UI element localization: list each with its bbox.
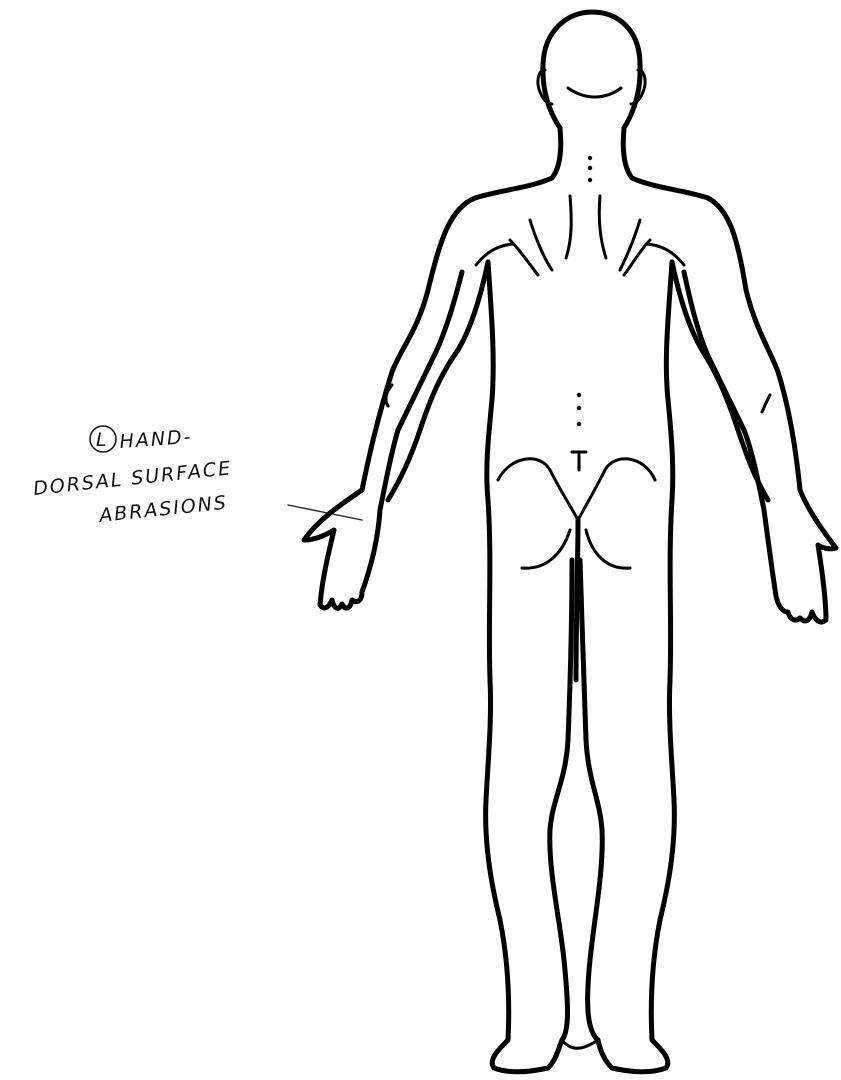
- gluteal-cleft: [576, 520, 578, 680]
- spine-dot: [577, 393, 581, 397]
- spine-dot: [577, 406, 581, 410]
- right-elbow-mark: [762, 395, 770, 412]
- head-outline: [543, 12, 640, 128]
- side-marker-letter: L: [96, 429, 109, 451]
- buttock-left: [498, 459, 578, 520]
- scapula-right-3: [599, 196, 606, 258]
- annotation-line-3: ABRASIONS: [96, 492, 229, 528]
- injury-annotation: L HAND- DORSAL SURFACE ABRASIONS: [32, 426, 362, 527]
- spine-dot: [588, 166, 592, 170]
- right-torso-arm-outline: [623, 128, 836, 622]
- right-torso-side: [598, 262, 674, 1072]
- scapula-left-2: [530, 220, 552, 270]
- spine-dot: [577, 422, 581, 426]
- right-inner-leg: [580, 560, 602, 1040]
- left-torso-arm-outline: [304, 128, 561, 608]
- annotation-line-1: HAND-: [119, 426, 193, 453]
- gluteal-fold-right: [586, 530, 630, 568]
- spine-dot: [588, 178, 592, 182]
- feet-detail: [562, 1040, 598, 1048]
- scapula-right-2: [620, 220, 640, 270]
- deltoid-left: [476, 244, 514, 265]
- deltoid-right: [646, 244, 684, 265]
- buttock-right: [578, 459, 655, 520]
- gluteal-fold-left: [522, 530, 570, 568]
- left-inner-leg: [550, 560, 572, 1040]
- left-inner-arm: [388, 262, 488, 500]
- sacrum-mark: [572, 452, 586, 470]
- hairline: [568, 88, 621, 97]
- spine-dot: [588, 156, 592, 160]
- scapula-left-3: [566, 196, 571, 258]
- body-outline: [304, 12, 836, 1072]
- left-torso-side: [486, 262, 562, 1072]
